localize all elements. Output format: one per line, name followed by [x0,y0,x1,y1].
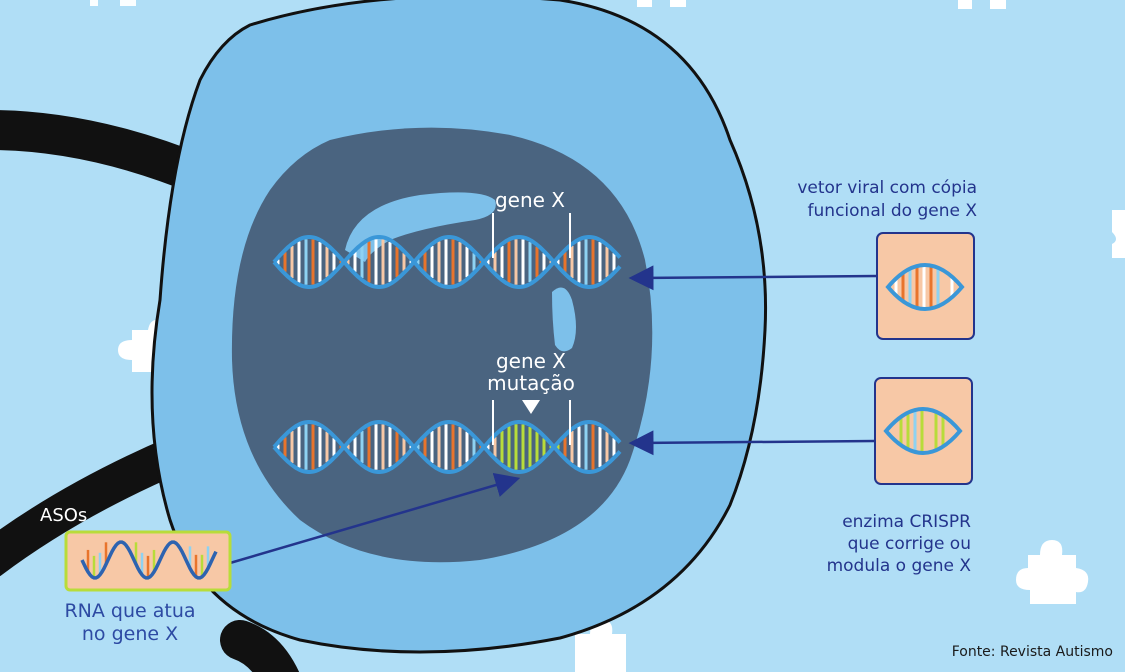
nucleus [231,127,653,563]
puzzle-piece-icon [958,0,1006,9]
crispr-arrow-icon [628,430,876,456]
gene-x-label: gene X [495,188,565,212]
dna-strand [272,420,622,474]
crispr-label-line3: modula o gene X [827,556,972,576]
rna-label-line1: RNA que atua [64,600,195,622]
dna-strand [883,407,963,455]
viral-vector-label-line1: vetor viral com cópia [797,178,977,198]
viral-vector-arrow-icon [628,265,878,291]
rna-strand [80,540,218,580]
neuron-dendrites [0,110,300,672]
viral-vector-dna-icon [885,263,965,311]
dna-strand [272,420,622,474]
rna-strand-icon [80,540,218,580]
gene-x-mutation-label-line2: mutação [487,371,575,395]
dna-strand [885,263,965,311]
puzzle-piece-icon [90,0,136,6]
dna-helix-icon [272,420,622,474]
crispr-label-line2: que corrige ou [848,534,971,554]
asos-label: ASOs [40,505,87,526]
source-label: Fonte: Revista Autismo [952,644,1113,660]
chromatin-strand [552,287,576,352]
rna-label-line2: no gene X [82,623,178,645]
rna-arrow-icon [229,472,521,565]
gene-x-mutation-label-line1: gene X [496,349,566,373]
puzzle-piece-icon [575,620,626,672]
puzzle-piece-icon [637,0,686,7]
puzzle-piece-icon [1016,540,1089,604]
dna-strand [272,235,622,289]
puzzle-piece-icon [1112,210,1125,258]
viral-vector-label-line2: funcional do gene X [808,201,978,221]
dna-helix-icon [272,235,622,289]
crispr-label-line1: enzima CRISPR [842,512,971,532]
crispr-dna-icon [883,407,963,455]
dna-strand [272,235,622,289]
mutation-pointer-icon [522,400,540,414]
